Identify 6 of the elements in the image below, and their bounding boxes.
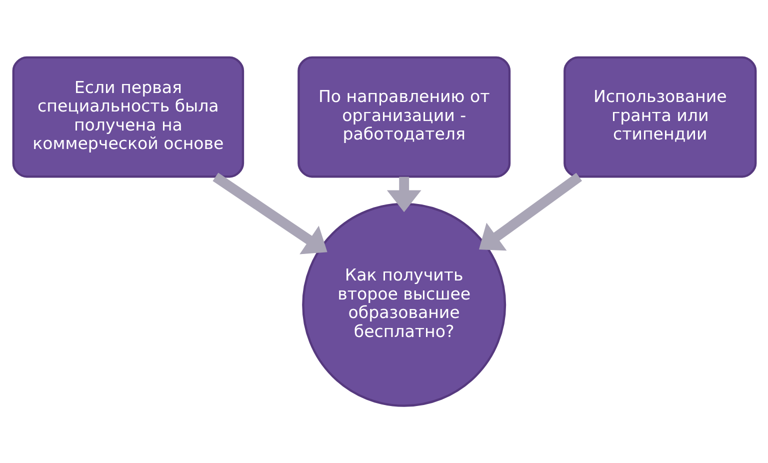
node-box: Если первая специальность была получена на коммерческой основе [12, 56, 244, 178]
node-box: Использование гранта или стипендии [563, 56, 756, 178]
arrow [478, 172, 582, 251]
arrow [386, 176, 421, 212]
arrow [212, 172, 327, 254]
node-box: По направлению от организации - работодателя [297, 56, 510, 178]
